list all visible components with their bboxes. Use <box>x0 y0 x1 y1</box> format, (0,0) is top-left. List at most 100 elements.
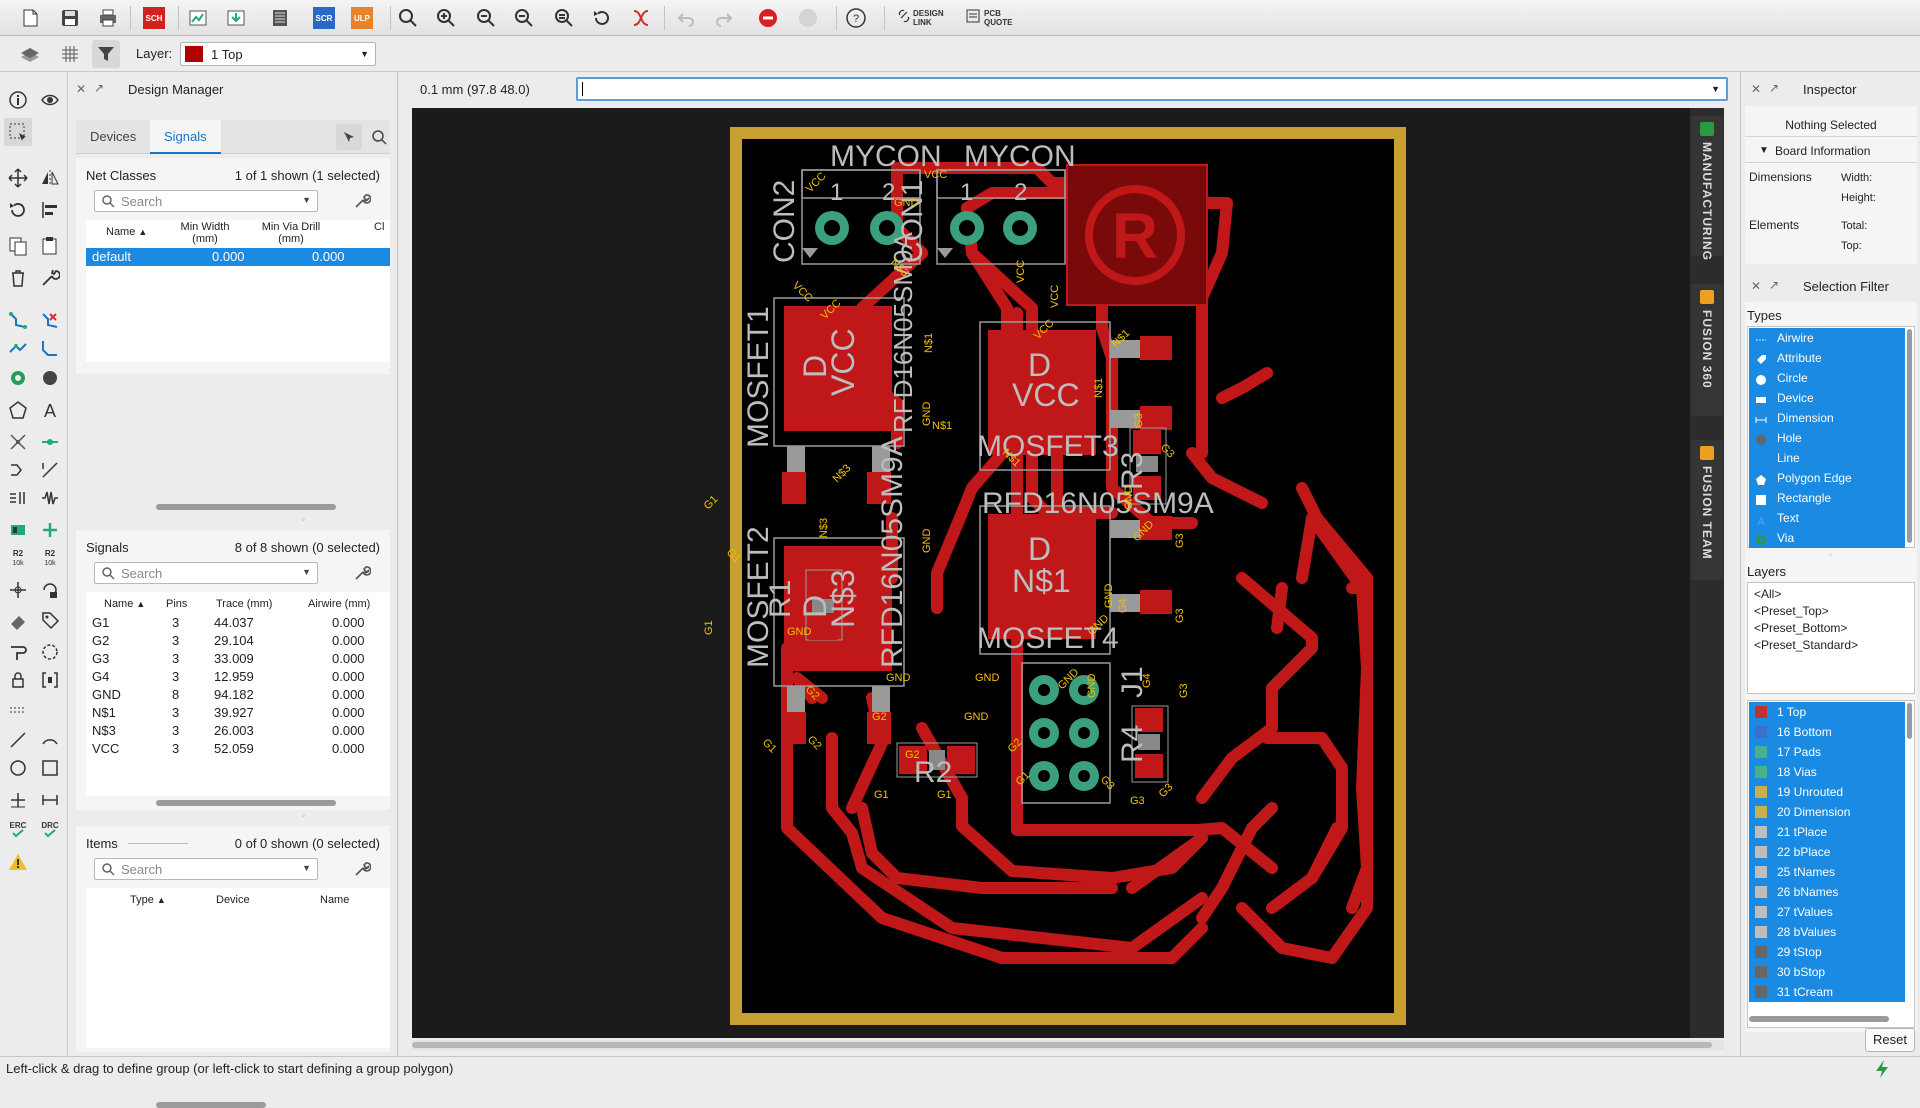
type-item[interactable]: Rectangle <box>1749 488 1905 508</box>
layer-item[interactable]: 26 bNames <box>1749 882 1905 902</box>
group-bracket-icon[interactable] <box>36 666 64 694</box>
text-icon[interactable]: A <box>36 396 64 424</box>
command-input[interactable]: ▼ <box>576 77 1728 101</box>
type-item[interactable]: Via <box>1749 528 1905 548</box>
col-pins[interactable]: Pins <box>166 598 188 610</box>
layer-item[interactable]: 27 tValues <box>1749 902 1905 922</box>
close-icon[interactable]: ✕ <box>1751 82 1762 96</box>
signals-scrollbar[interactable] <box>156 800 336 806</box>
ripup-icon[interactable] <box>36 306 64 334</box>
type-item[interactable]: Airwire <box>1749 328 1905 348</box>
circle-icon[interactable] <box>4 754 32 782</box>
align-icon[interactable] <box>36 196 64 224</box>
type-item[interactable]: Circle <box>1749 368 1905 388</box>
tab-manufacturing[interactable]: MANUFACTURING <box>1691 116 1723 261</box>
signals-search[interactable]: Search ▼ <box>94 562 318 584</box>
layer-item[interactable]: 1 Top <box>1749 702 1905 722</box>
undock-icon[interactable]: ↗ <box>1769 278 1780 292</box>
arc-icon[interactable] <box>36 726 64 754</box>
slash-icon[interactable] <box>36 456 64 484</box>
tab-signals[interactable]: Signals <box>150 120 221 154</box>
warning-icon[interactable] <box>4 848 32 876</box>
wire-icon[interactable] <box>36 428 64 456</box>
canvas-scrollbar[interactable] <box>412 1040 1724 1050</box>
cam-icon[interactable] <box>184 4 212 32</box>
via-icon[interactable] <box>4 364 32 392</box>
save-icon[interactable] <box>56 4 84 32</box>
design-link-icon[interactable] <box>898 9 910 26</box>
layer-item[interactable]: 18 Vias <box>1749 762 1905 782</box>
change-icon[interactable] <box>36 264 64 292</box>
col-name[interactable]: Name ▲ <box>106 226 148 238</box>
layer-select[interactable]: 1 Top ▼ <box>180 42 376 66</box>
reset-button[interactable]: Reset <box>1865 1028 1915 1052</box>
preset-item[interactable]: <Preset_Top> <box>1754 604 1829 618</box>
tab-devices[interactable]: Devices <box>90 129 137 144</box>
zoom-last-icon[interactable] <box>550 4 578 32</box>
zoom-fit-icon[interactable] <box>394 4 422 32</box>
gate-swap-icon[interactable] <box>36 638 64 666</box>
stop-icon[interactable] <box>754 4 782 32</box>
polygon-icon[interactable] <box>4 396 32 424</box>
type-item[interactable]: Dimension <box>1749 408 1905 428</box>
col-type[interactable]: Type ▲ <box>130 894 166 906</box>
redraw-icon[interactable] <box>588 4 616 32</box>
pin-swap-icon[interactable] <box>4 638 32 666</box>
redo-icon[interactable] <box>710 4 738 32</box>
script-button[interactable]: SCR <box>310 4 338 32</box>
rotate-icon[interactable] <box>4 196 32 224</box>
paste-icon[interactable] <box>36 232 64 260</box>
autorouter-icon[interactable] <box>4 428 32 456</box>
print-icon[interactable] <box>94 4 122 32</box>
board-canvas[interactable]: R <box>412 108 1724 1038</box>
route-icon[interactable] <box>4 306 32 334</box>
items-search[interactable]: Search ▼ <box>94 858 318 880</box>
layer-item[interactable]: 25 tNames <box>1749 862 1905 882</box>
move-icon[interactable] <box>4 164 32 192</box>
pcb-quote-icon[interactable] <box>966 9 980 26</box>
tab-fusion-team[interactable]: FUSION TEAM <box>1691 440 1723 580</box>
measure-icon[interactable] <box>36 786 64 814</box>
layer-item[interactable]: 31 tCream <box>1749 982 1905 1002</box>
hole-icon[interactable] <box>36 364 64 392</box>
tune-icon[interactable] <box>36 484 64 512</box>
show-icon[interactable] <box>36 86 64 114</box>
chevron-down-icon[interactable]: ▼ <box>1711 84 1720 94</box>
zoom-to-icon[interactable] <box>366 124 392 150</box>
types-scrollbar[interactable] <box>1907 329 1912 543</box>
optimize-icon[interactable] <box>4 456 32 484</box>
zoom-out-icon[interactable] <box>472 4 500 32</box>
col-min-via-drill[interactable]: Min Via Drill(mm) <box>261 221 321 245</box>
layer-item[interactable]: 20 Dimension <box>1749 802 1905 822</box>
info-icon[interactable] <box>4 86 32 114</box>
col-name[interactable]: Name ▲ <box>104 598 146 610</box>
layer-item[interactable]: 30 bStop <box>1749 962 1905 982</box>
delete-icon[interactable] <box>4 264 32 292</box>
erc-icon[interactable]: ERC <box>4 816 32 844</box>
layer-item[interactable]: 22 bPlace <box>1749 842 1905 862</box>
split-icon[interactable] <box>4 334 32 362</box>
meander-icon[interactable] <box>4 484 32 512</box>
zoom-in-icon[interactable] <box>432 4 460 32</box>
type-item[interactable]: Line <box>1749 448 1905 468</box>
col-name[interactable]: Name <box>320 894 350 906</box>
col-min-width[interactable]: Min Width(mm) <box>180 221 230 245</box>
preset-item[interactable]: <Preset_Standard> <box>1754 638 1859 652</box>
wrench-icon[interactable] <box>350 858 374 880</box>
undock-icon[interactable]: ↗ <box>1769 81 1780 95</box>
line-icon[interactable] <box>4 726 32 754</box>
lightning-icon[interactable] <box>1872 1059 1892 1082</box>
zoom-select-icon[interactable] <box>510 4 538 32</box>
close-icon[interactable]: ✕ <box>76 82 87 96</box>
